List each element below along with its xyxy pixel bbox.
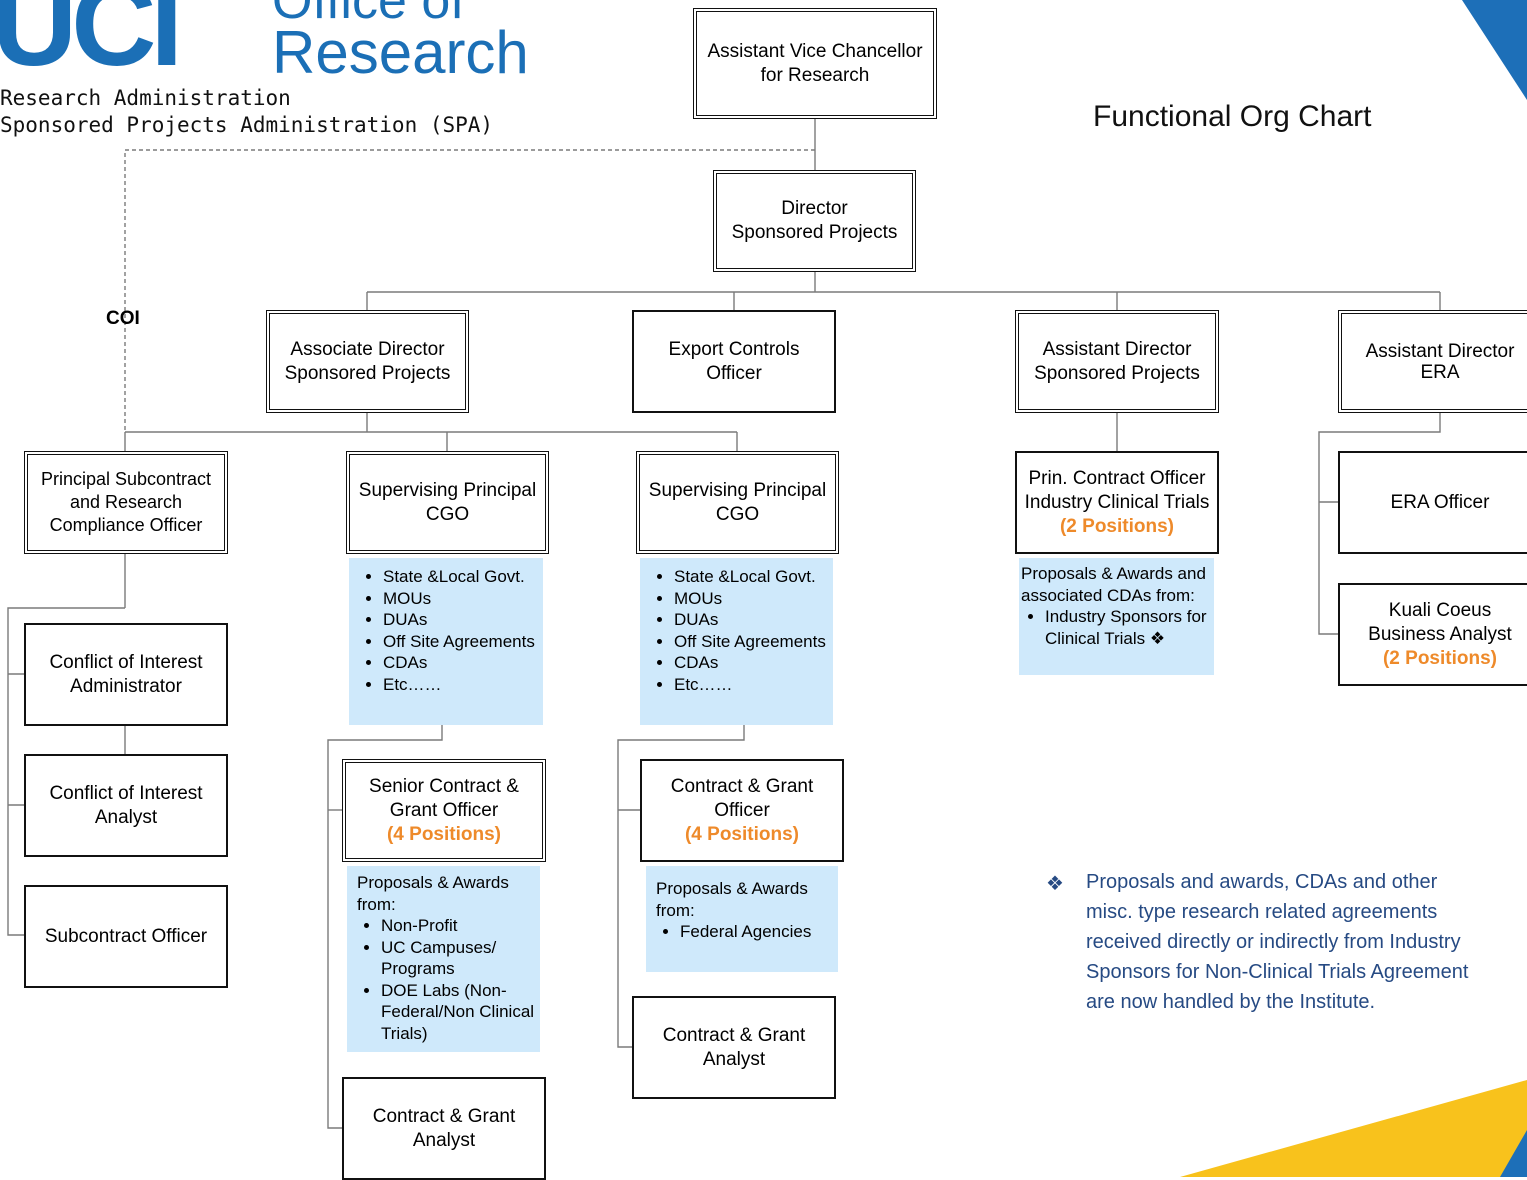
note-item: Off Site Agreements bbox=[383, 631, 539, 653]
note-item: Non-Profit bbox=[381, 915, 536, 937]
node-line: ERA bbox=[1420, 361, 1460, 383]
note-item: DUAs bbox=[383, 609, 539, 631]
node-line: Compliance Officer bbox=[49, 515, 203, 535]
positions-count: (2 Positions) bbox=[1059, 515, 1174, 537]
node-era-officer: ERA Officer bbox=[1338, 451, 1527, 554]
node-principal-subcontract: Principal Subcontract and Research Compl… bbox=[24, 451, 228, 554]
node-line: Director bbox=[781, 198, 848, 219]
node-line: Supervising Principal bbox=[358, 479, 537, 501]
node-line: and Research bbox=[69, 492, 183, 512]
logo-research: Research bbox=[272, 19, 529, 86]
footnote: ❖ Proposals and awards, CDAs and other m… bbox=[1046, 867, 1476, 1017]
node-line: Contract & Grant bbox=[662, 1024, 806, 1046]
note-item: Off Site Agreements bbox=[674, 631, 829, 653]
note-item: CDAs bbox=[674, 652, 829, 674]
node-assistant-vice-chancellor: Assistant Vice Chancellor for Research bbox=[693, 8, 937, 119]
node-senior-cgo: Senior Contract & Grant Officer (4 Posit… bbox=[342, 759, 546, 862]
footnote-text: Proposals and awards, CDAs and other mis… bbox=[1086, 871, 1469, 1013]
node-line: Contract & Grant bbox=[372, 1105, 516, 1127]
node-line: Subcontract Officer bbox=[44, 925, 208, 947]
node-line: Sponsored Projects bbox=[1034, 362, 1200, 384]
node-cg-analyst-2: Contract & Grant Analyst bbox=[632, 996, 836, 1099]
note-intro: Proposals & Awards from: bbox=[357, 873, 509, 914]
node-line: Analyst bbox=[94, 806, 158, 828]
node-line: Officer bbox=[706, 362, 762, 384]
node-associate-director: Associate Director Sponsored Projects bbox=[266, 310, 469, 413]
note-item: Etc…… bbox=[383, 674, 539, 696]
note-cgo1-agreements: State &Local Govt. MOUs DUAs Off Site Ag… bbox=[349, 558, 543, 725]
node-line: Prin. Contract Officer bbox=[1028, 467, 1206, 489]
note-senior-cgo: Proposals & Awards from: Non-Profit UC C… bbox=[347, 866, 540, 1052]
coi-label: COI bbox=[106, 308, 140, 329]
note-item: State &Local Govt. bbox=[674, 566, 829, 588]
logo-office-of: Office of bbox=[272, 0, 465, 30]
node-line: Assistant Director bbox=[1042, 338, 1192, 360]
subtitle-research-administration: Research Administration bbox=[0, 86, 291, 110]
node-line: Supervising Principal bbox=[648, 479, 827, 501]
note-item: State &Local Govt. bbox=[383, 566, 539, 588]
node-director: Director Sponsored Projects bbox=[713, 170, 916, 272]
positions-count: (4 Positions) bbox=[386, 823, 501, 845]
node-line: Export Controls bbox=[668, 338, 800, 360]
node-line: CGO bbox=[715, 503, 760, 525]
node-assistant-director-era: Assistant Director ERA bbox=[1338, 310, 1527, 413]
node-line: Administrator bbox=[70, 675, 182, 697]
note-item: UC Campuses/ Programs bbox=[381, 937, 536, 980]
node-line: Analyst bbox=[702, 1048, 766, 1070]
node-export-controls: Export Controls Officer bbox=[632, 310, 836, 413]
node-line: Principal Subcontract bbox=[40, 469, 212, 489]
note-item: Industry Sponsors for Clinical Trials ❖ bbox=[1045, 606, 1210, 649]
node-line: ERA Officer bbox=[1390, 491, 1490, 513]
node-cgo: Contract & Grant Officer (4 Positions) bbox=[640, 759, 844, 862]
node-line: Senior Contract & bbox=[369, 775, 519, 797]
note-item: Etc…… bbox=[674, 674, 829, 696]
node-line: Assistant Vice Chancellor bbox=[707, 40, 923, 62]
note-cgo2-agreements: State &Local Govt. MOUs DUAs Off Site Ag… bbox=[640, 558, 833, 725]
note-item: Federal Agencies bbox=[680, 921, 834, 943]
note-item: DUAs bbox=[674, 609, 829, 631]
note-intro: Proposals & Awards from: bbox=[656, 879, 808, 920]
note-item: MOUs bbox=[383, 588, 539, 610]
node-line: Business Analyst bbox=[1368, 623, 1512, 645]
node-line: Industry Clinical Trials bbox=[1024, 491, 1210, 513]
node-supervising-cgo-2: Supervising Principal CGO bbox=[636, 451, 839, 554]
node-line: Sponsored Projects bbox=[284, 362, 451, 384]
subtitle-spa: Sponsored Projects Administration (SPA) bbox=[0, 113, 494, 137]
node-line: Kuali Coeus bbox=[1388, 599, 1492, 621]
positions-count: (4 Positions) bbox=[684, 823, 799, 845]
node-line: Associate Director bbox=[290, 338, 445, 360]
note-cgo-federal: Proposals & Awards from: Federal Agencie… bbox=[646, 866, 838, 972]
uci-logo: UCI bbox=[0, 0, 183, 91]
note-item: DOE Labs (Non-Federal/Non Clinical Trial… bbox=[381, 980, 536, 1045]
node-subcontract-officer: Subcontract Officer bbox=[24, 885, 228, 988]
node-line: Conflict of Interest bbox=[49, 782, 203, 804]
note-clinical-trials: Proposals & Awards and associated CDAs f… bbox=[1019, 558, 1214, 675]
diamond-bullet-icon: ❖ bbox=[1046, 873, 1064, 895]
note-item: MOUs bbox=[674, 588, 829, 610]
node-line: for Research bbox=[760, 64, 870, 86]
note-intro: Proposals & Awards and associated CDAs f… bbox=[1021, 564, 1206, 605]
node-supervising-cgo-1: Supervising Principal CGO bbox=[346, 451, 549, 554]
node-prin-contract-officer: Prin. Contract Officer Industry Clinical… bbox=[1015, 451, 1219, 554]
node-cg-analyst-1: Contract & Grant Analyst bbox=[342, 1077, 546, 1180]
node-kuali-coeus: Kuali Coeus Business Analyst (2 Position… bbox=[1338, 583, 1527, 686]
node-line: Sponsored Projects bbox=[731, 222, 898, 243]
positions-count: (2 Positions) bbox=[1382, 647, 1497, 669]
node-line: Conflict of Interest bbox=[49, 651, 203, 673]
node-line: Analyst bbox=[412, 1129, 476, 1151]
node-line: Assistant Director bbox=[1365, 340, 1515, 362]
node-line: CGO bbox=[425, 503, 470, 525]
node-line: Grant Officer bbox=[389, 799, 499, 821]
node-coi-analyst: Conflict of Interest Analyst bbox=[24, 754, 228, 857]
node-coi-administrator: Conflict of Interest Administrator bbox=[24, 623, 228, 726]
note-item: CDAs bbox=[383, 652, 539, 674]
chart-title: Functional Org Chart bbox=[1093, 100, 1372, 133]
node-line: Contract & Grant bbox=[670, 775, 814, 797]
node-assistant-director-sp: Assistant Director Sponsored Projects bbox=[1015, 310, 1219, 413]
node-line: Officer bbox=[714, 799, 770, 821]
